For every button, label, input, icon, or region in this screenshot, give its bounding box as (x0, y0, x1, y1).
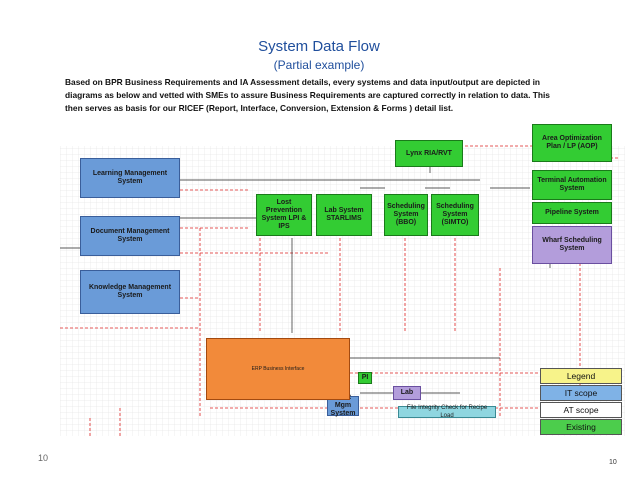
learning-management-box: Learning Management System (80, 158, 180, 198)
terminal-automation-box: Terminal Automation System (532, 170, 612, 200)
page-number-right: 10 (609, 459, 617, 466)
file-integrity-box: File Integrity Check for Recipe Load (398, 405, 496, 419)
description-text: Based on BPR Business Requirements and I… (65, 77, 550, 113)
erp-center-block: ERP Business Interface (206, 338, 350, 400)
legend: Legend IT scope AT scope Existing (540, 368, 622, 436)
pi-system-box: PI (358, 372, 372, 384)
scheduling-bbo-box: Scheduling System (BBO) (384, 194, 428, 236)
lost-prevention-box: Lost Prevention System LPI & IPS (256, 194, 312, 236)
knowledge-management-box: Knowledge Management System (80, 270, 180, 314)
page-number-left: 10 (38, 453, 49, 463)
lynx-system-box: Lynx RIA/RVT (395, 140, 463, 167)
lab-system-box: Lab System STARLIMS (316, 194, 372, 236)
wharf-scheduling-box: Wharf Scheduling System (532, 226, 612, 264)
pipeline-system-box: Pipeline System (532, 202, 612, 224)
page-subtitle: (Partial example) (273, 58, 365, 72)
legend-at-scope: AT scope (540, 402, 622, 418)
lab-small-box: Lab (393, 386, 421, 400)
area-optimization-box: Area Optimization Plan / LP (AOP) (532, 124, 612, 162)
legend-header: Legend (540, 368, 622, 384)
page-title: System Data Flow (258, 38, 380, 55)
document-management-box: Document Management System (80, 216, 180, 256)
legend-existing: Existing (540, 419, 622, 435)
data-flow-diagram: Lynx RIA/RVT Area Optimization Plan / LP… (60, 118, 625, 436)
scheduling-simto-box: Scheduling System (SIMTO) (431, 194, 479, 236)
legend-it-scope: IT scope (540, 385, 622, 401)
